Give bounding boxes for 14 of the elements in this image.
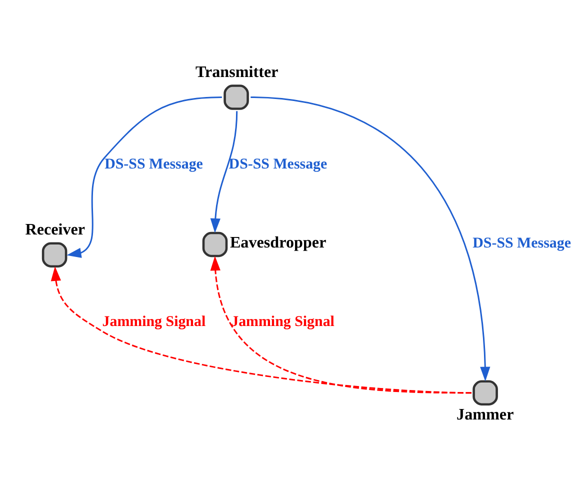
edge-label: DS-SS Message [228,156,328,172]
node-label: Transmitter [195,63,278,80]
edge-label: DS-SS Message [472,234,571,251]
arrow [250,96,490,381]
arrow [210,256,472,394]
edge-label: Jamming Signal [231,314,334,330]
node-label: Jammer [456,406,514,424]
edge-label: Jamming Signal [102,314,206,330]
arrow [50,266,472,394]
arrow [66,96,222,258]
node-label: Receiver [25,220,86,238]
node-label: Eavesdropper [230,234,326,252]
arrow [210,110,238,232]
edge-label: DS-SS Message [104,156,203,172]
